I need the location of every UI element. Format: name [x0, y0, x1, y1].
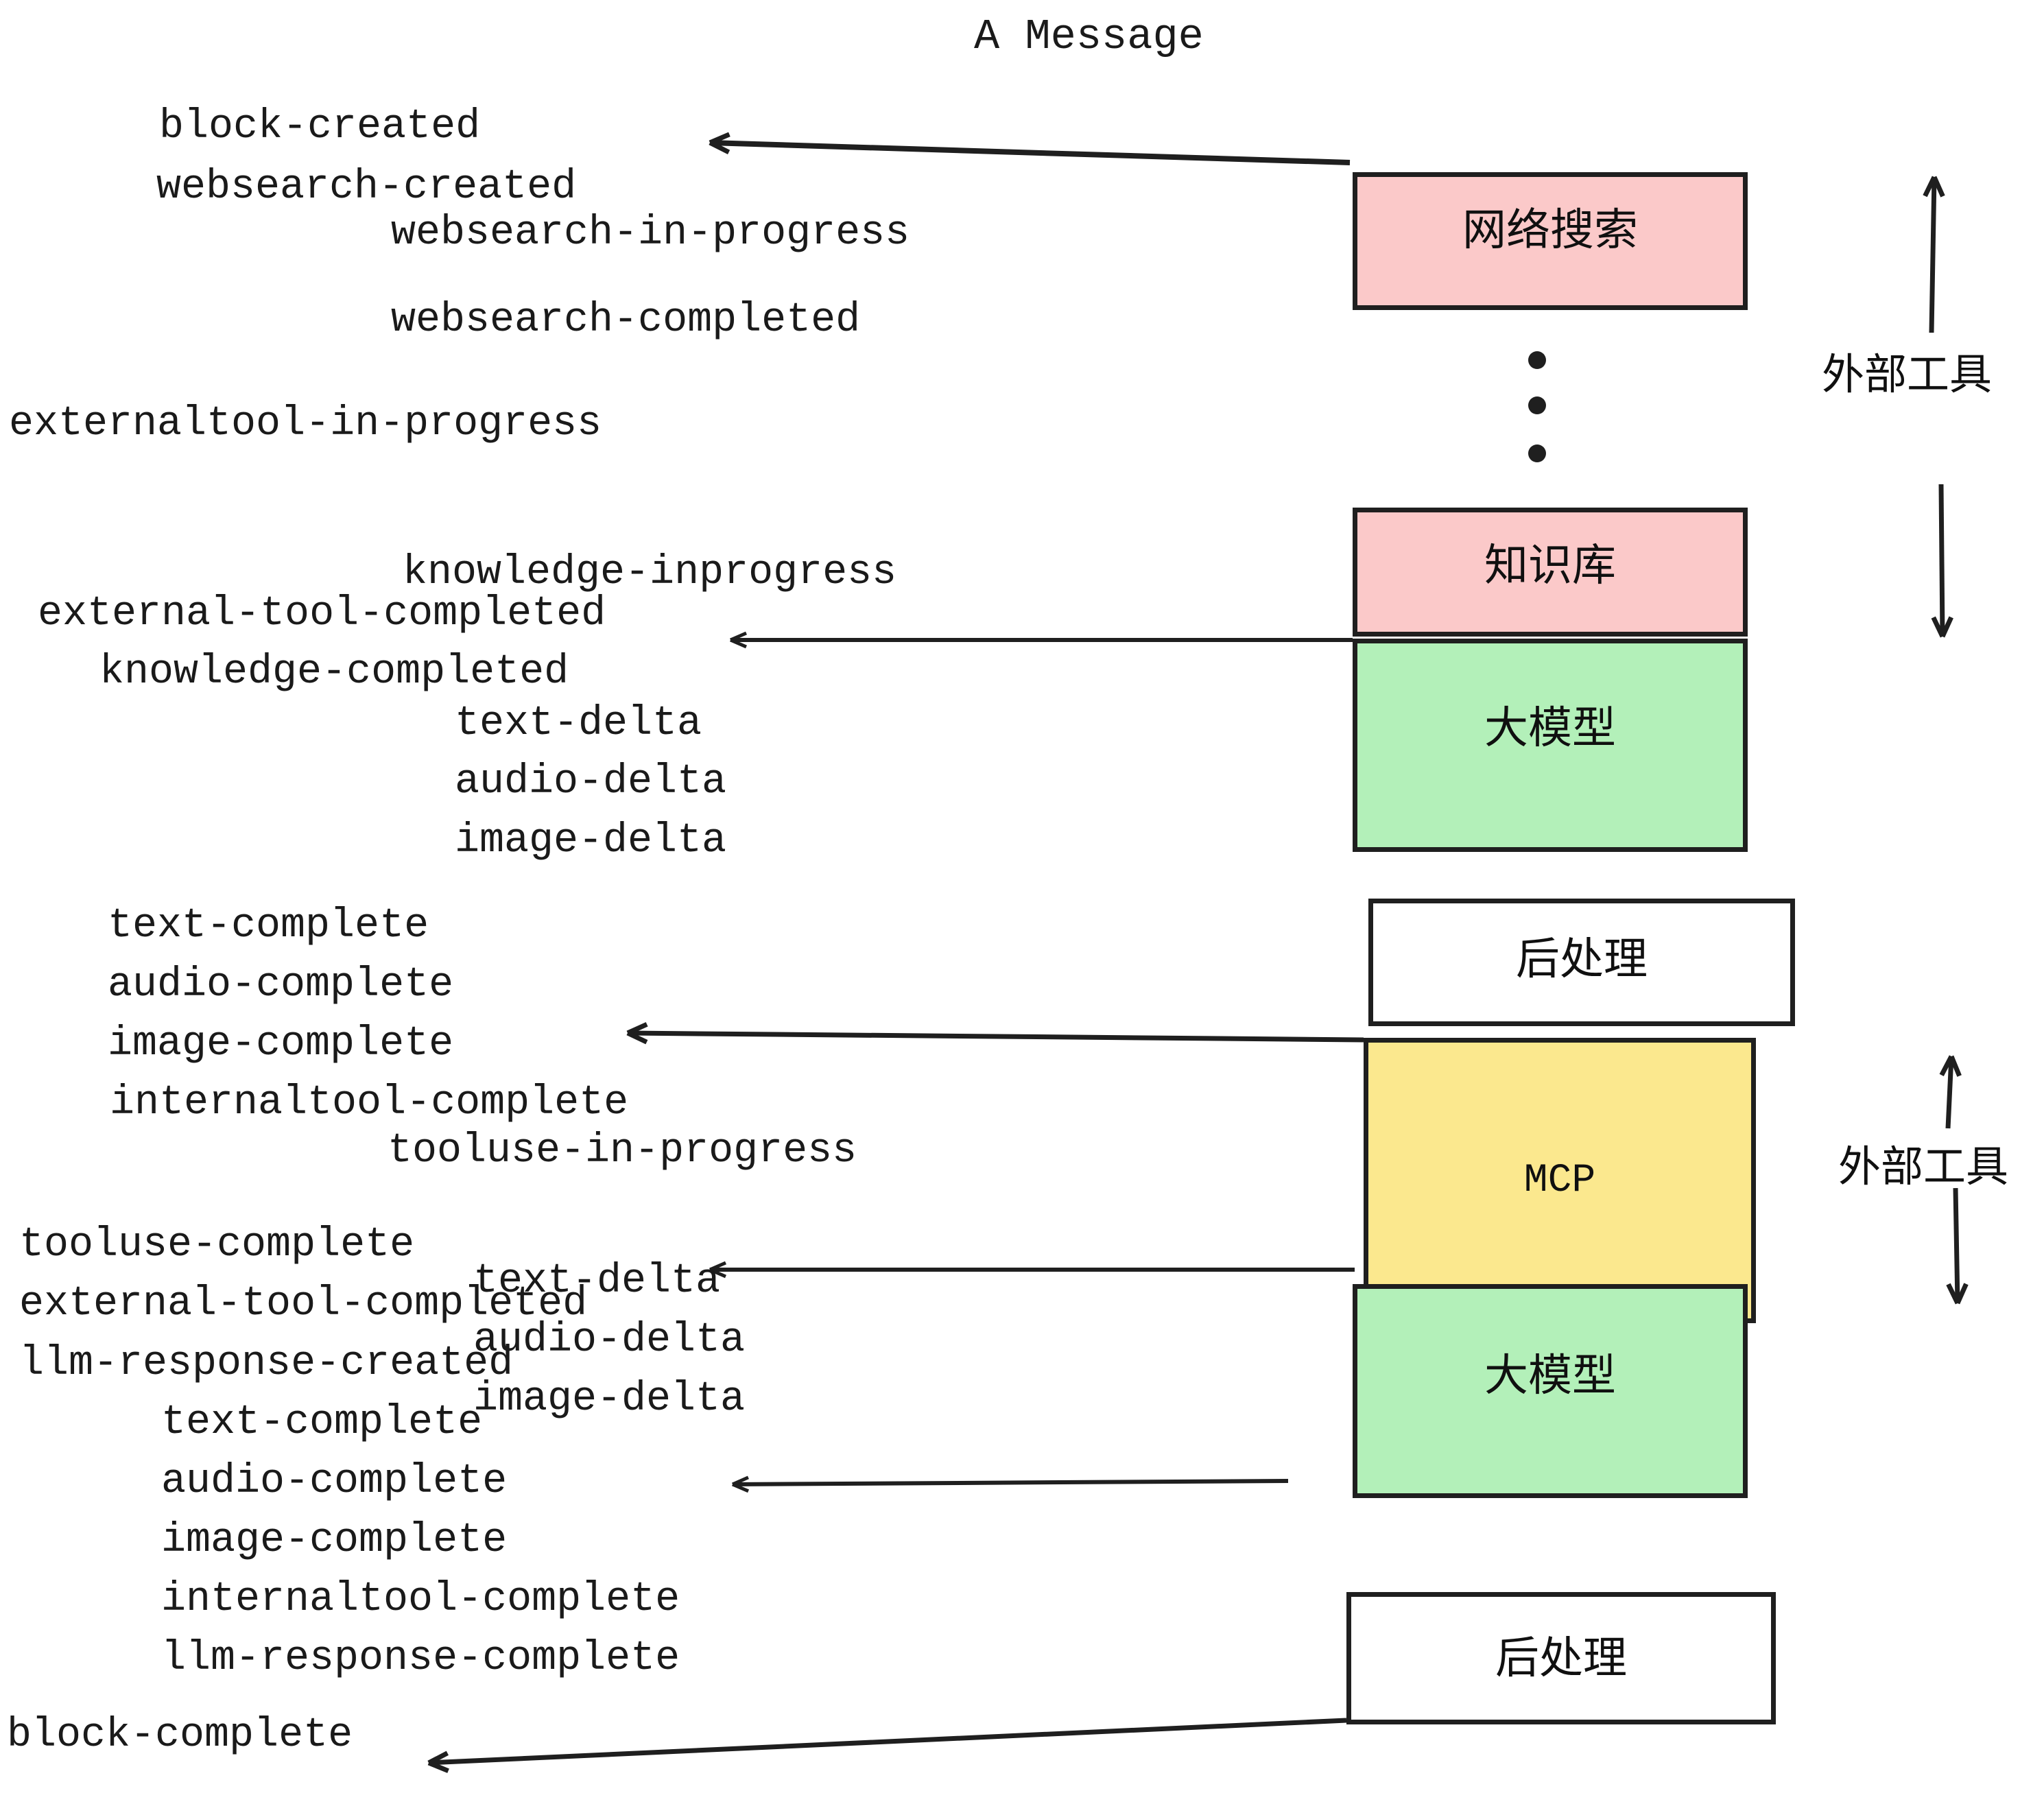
node-mcp[interactable]: MCP [1364, 1038, 1756, 1323]
node-llm-top[interactable]: 大模型 [1353, 639, 1748, 852]
arrow-block-complete [427, 1718, 1347, 1773]
external-tools-arrow-down-top [1931, 484, 1953, 638]
event-image-delta-2: image-delta [473, 1376, 746, 1423]
external-tools-arrow-up-top [1923, 176, 1945, 333]
node-knowledge[interactable]: 知识库 [1353, 508, 1748, 637]
event-audio-delta-2: audio-delta [473, 1317, 746, 1364]
event-image-delta-1: image-delta [455, 818, 727, 864]
event-text-delta-1: text-delta [455, 700, 702, 747]
event-audio-complete-2: audio-complete [161, 1458, 508, 1505]
event-text-complete-1: text-complete [108, 903, 429, 949]
ellipsis-dot [1528, 351, 1546, 369]
node-websearch-label: 网络搜索 [1462, 205, 1638, 256]
event-knowledge-completed: knowledge-completed [99, 649, 569, 696]
event-tooluse-in-progress: tooluse-in-progress [388, 1128, 857, 1174]
event-internaltool-complete-2: internaltool-complete [161, 1576, 680, 1623]
event-audio-complete-1: audio-complete [108, 962, 454, 1008]
node-websearch[interactable]: 网络搜索 [1353, 172, 1748, 310]
event-external-tool-completed-1: external-tool-completed [38, 591, 606, 637]
event-internaltool-complete-1: internaltool-complete [110, 1080, 629, 1126]
event-audio-delta-1: audio-delta [455, 759, 727, 805]
arrow-block-created [709, 132, 1351, 165]
ellipsis-dot [1528, 396, 1546, 414]
arrow-audio-complete [731, 1475, 1289, 1493]
external-tools-arrow-down-bottom [1946, 1187, 1969, 1305]
node-postprocess-top-label: 后处理 [1516, 934, 1648, 985]
event-knowledge-inprogress: knowledge-inprogress [403, 549, 897, 596]
event-externaltool-in-progress: externaltool-in-progress [9, 401, 602, 447]
event-websearch-completed: websearch-completed [391, 297, 861, 344]
side-label-external-tools-top: 外部工具 [1822, 349, 1993, 399]
node-llm-top-label: 大模型 [1484, 703, 1616, 754]
event-image-complete-2: image-complete [161, 1517, 508, 1564]
event-llm-response-complete: llm-response-complete [161, 1635, 680, 1682]
event-block-complete: block-complete [7, 1712, 353, 1759]
node-postprocess-bottom-label: 后处理 [1495, 1633, 1627, 1684]
node-llm-bottom[interactable]: 大模型 [1353, 1284, 1748, 1498]
event-block-created: block-created [159, 104, 481, 150]
event-text-delta-2: text-delta [473, 1258, 721, 1305]
ellipsis-dot [1528, 444, 1546, 462]
node-knowledge-label: 知识库 [1484, 541, 1616, 591]
event-tooluse-complete: tooluse-complete [19, 1222, 415, 1268]
arrow-image-complete [626, 1022, 1364, 1045]
event-websearch-in-progress: websearch-in-progress [391, 210, 910, 257]
node-postprocess-bottom[interactable]: 后处理 [1346, 1592, 1776, 1724]
external-tools-arrow-up-bottom [1939, 1055, 1962, 1129]
node-llm-bottom-label: 大模型 [1484, 1351, 1616, 1401]
event-external-tool-completed-2: external-tool-completed [19, 1281, 588, 1327]
event-websearch-created: websearch-created [156, 164, 577, 211]
event-text-complete-2: text-complete [161, 1399, 483, 1446]
node-mcp-label: MCP [1523, 1158, 1596, 1203]
side-label-external-tools-bottom: 外部工具 [1838, 1141, 2009, 1191]
event-image-complete-1: image-complete [108, 1021, 454, 1067]
node-postprocess-top[interactable]: 后处理 [1368, 899, 1795, 1026]
page-title: A Message [974, 12, 1204, 61]
event-llm-response-created: llm-response-created [19, 1340, 514, 1387]
